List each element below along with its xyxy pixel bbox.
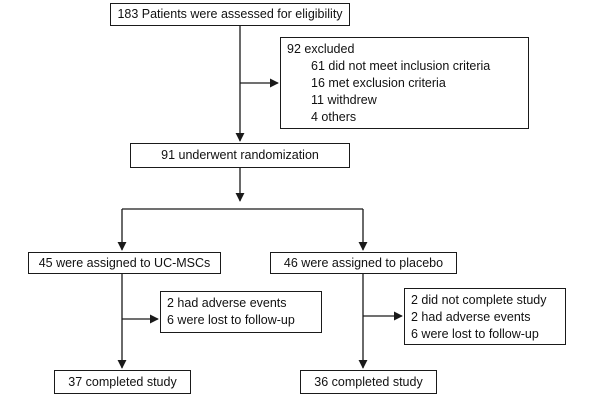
excluded-reason: 4 others: [311, 110, 357, 124]
arm-right-completed-text: 36 completed study: [314, 374, 423, 389]
arm-left-completed-text: 37 completed study: [68, 374, 177, 389]
arm-left-event: 6 were lost to follow-up: [167, 313, 295, 327]
arm-left-assigned-box: 45 were assigned to UC-MSCs: [28, 252, 221, 274]
excluded-title: 92 excluded: [287, 42, 355, 56]
randomized-text: 91 underwent randomization: [161, 148, 319, 162]
randomized-box: 91 underwent randomization: [130, 143, 350, 168]
excluded-reason: 16 met exclusion criteria: [311, 76, 446, 90]
assessed-text: 183 Patients were assessed for eligibili…: [117, 7, 343, 21]
arm-left-event: 2 had adverse events: [167, 296, 287, 310]
arm-right-completed-box: 36 completed study: [300, 370, 437, 394]
excluded-reason: 11 withdrew: [311, 93, 377, 107]
arm-left-completed-box: 37 completed study: [54, 370, 191, 394]
arm-right-events-box: 2 did not complete study 2 had adverse e…: [404, 288, 566, 345]
arm-right-event: 2 did not complete study: [411, 293, 547, 307]
assessed-box: 183 Patients were assessed for eligibili…: [110, 3, 350, 26]
excluded-box: 92 excluded 61 did not meet inclusion cr…: [280, 37, 529, 129]
arm-right-event: 6 were lost to follow-up: [411, 327, 539, 341]
excluded-reason: 61 did not meet inclusion criteria: [311, 59, 491, 73]
arm-right-event: 2 had adverse events: [411, 310, 531, 324]
arm-left-events-box: 2 had adverse events 6 were lost to foll…: [160, 291, 322, 333]
arm-right-assigned-box: 46 were assigned to placebo: [270, 252, 457, 274]
arm-right-assigned-text: 46 were assigned to placebo: [283, 255, 444, 270]
arm-left-assigned-text: 45 were assigned to UC-MSCs: [38, 255, 211, 270]
